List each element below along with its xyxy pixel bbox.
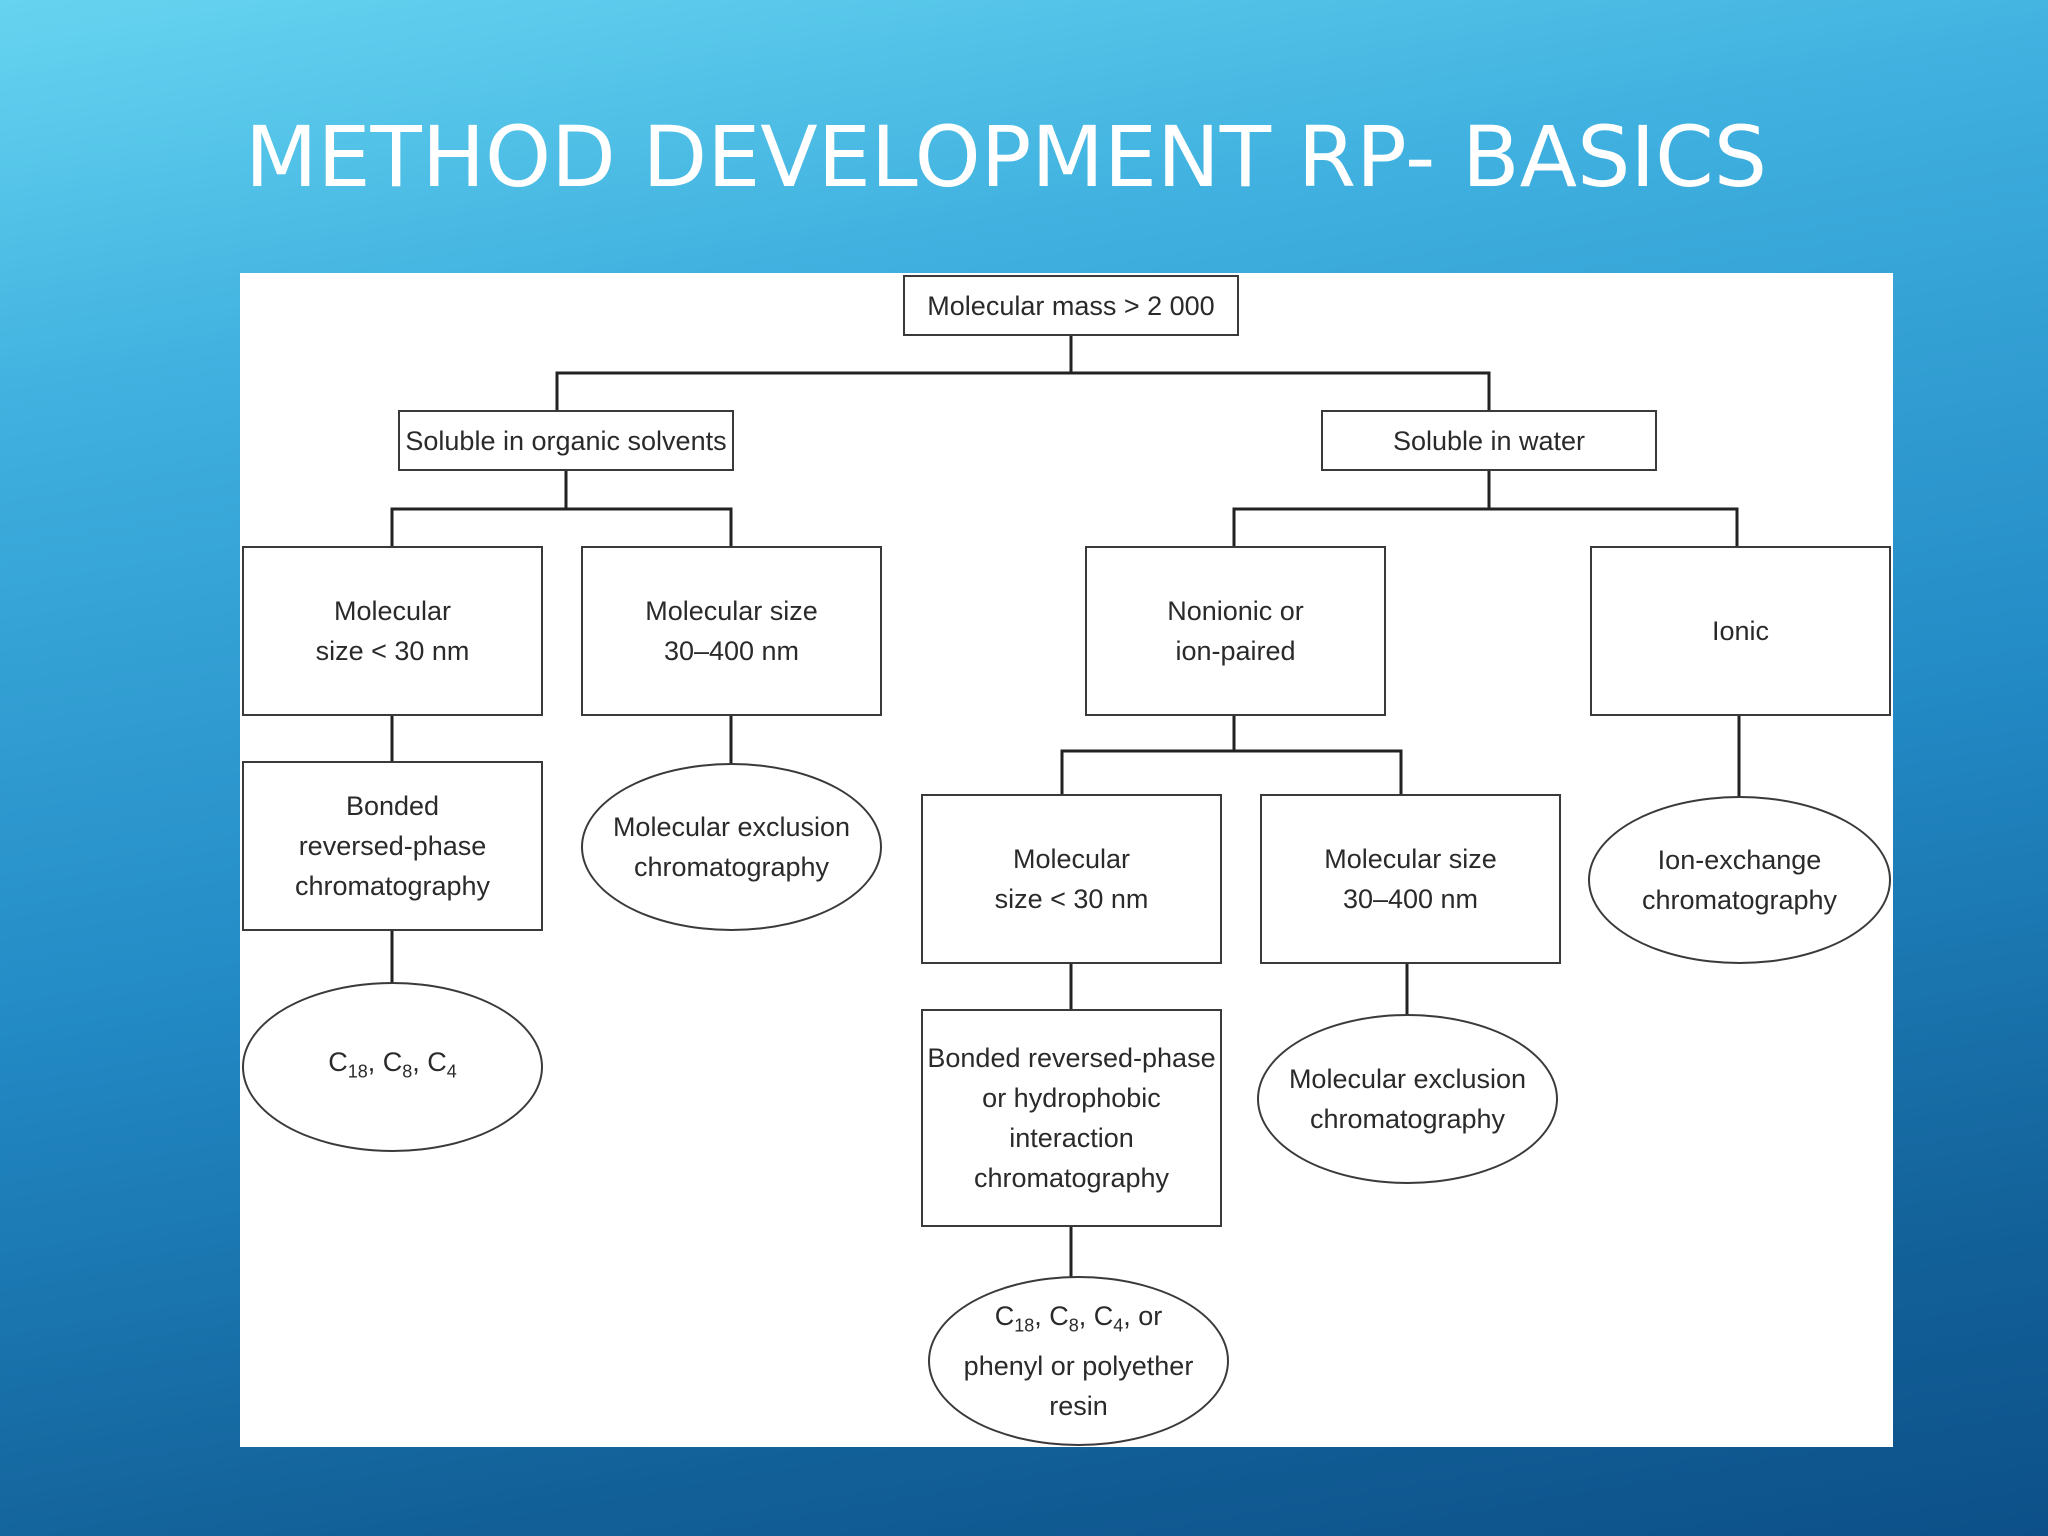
node-nonionic-exclusion-label: Molecular exclusion chromatography [1288,1064,1527,1134]
node-nonionic-size-small: Molecular size < 30 nm [921,794,1222,964]
node-bonded-rp-hydrophobic-label: Bonded reversed-phase or hydrophobic int… [927,1043,1216,1193]
nonionic-columns-c18-prefix: C [994,1301,1015,1332]
node-organic-columns: C18, C8, C4 [242,982,543,1152]
node-bonded-rp: Bonded reversed-phase chromatography [242,761,543,931]
node-ionic-label: Ionic [1711,616,1770,646]
node-ionic: Ionic [1590,546,1891,716]
node-nonionic-exclusion: Molecular exclusion chromatography [1257,1014,1558,1184]
nonionic-columns-line3: resin [1049,1390,1108,1421]
organic-columns-c18-prefix: C [328,1047,348,1078]
nonionic-columns-c8-subscript: 8 [1068,1315,1079,1336]
node-organic-exclusion: Molecular exclusion chromatography [581,763,882,931]
node-organic-columns-label: C18, C8, C4 [328,1042,457,1091]
node-soluble-organic: Soluble in organic solvents [398,410,734,471]
node-nonionic-label: Nonionic or ion-paired [1167,596,1304,666]
node-nonionic-size-large: Molecular size 30–400 nm [1260,794,1561,964]
organic-columns-c4-subscript: 4 [446,1061,457,1082]
node-soluble-water-label: Soluble in water [1392,425,1586,456]
organic-columns-c18-subscript: 18 [347,1061,368,1082]
node-organic-size-large-label: Molecular size 30–400 nm [645,596,818,666]
nonionic-columns-or: , or [1123,1301,1163,1332]
node-soluble-water: Soluble in water [1321,410,1657,471]
slide-title: METHOD DEVELOPMENT RP- BASICS [245,108,1768,206]
nonionic-columns-c4-prefix: , C [1078,1301,1114,1332]
nonionic-columns-c4-subscript: 4 [1113,1315,1124,1336]
node-nonionic-size-large-label: Molecular size 30–400 nm [1324,844,1497,914]
node-nonionic-size-small-label: Molecular size < 30 nm [994,844,1149,914]
node-ion-exchange: Ion-exchange chromatography [1588,796,1891,964]
node-ion-exchange-label: Ion-exchange chromatography [1641,845,1838,915]
organic-columns-c8-subscript: 8 [402,1061,413,1082]
nonionic-columns-c8-prefix: , C [1034,1301,1069,1332]
nonionic-columns-c18-subscript: 18 [1014,1315,1035,1336]
node-nonionic: Nonionic or ion-paired [1085,546,1386,716]
node-organic-size-large: Molecular size 30–400 nm [581,546,882,716]
node-organic-size-small-label: Molecular size < 30 nm [315,596,470,666]
node-bonded-rp-hydrophobic: Bonded reversed-phase or hydrophobic int… [921,1009,1222,1227]
connector-lines [390,334,1741,1278]
node-soluble-organic-label: Soluble in organic solvents [405,425,727,456]
nonionic-columns-line2: phenyl or polyether [963,1350,1194,1381]
organic-columns-c4-prefix: , C [412,1047,447,1078]
node-molecular-mass-label: Molecular mass > 2 000 [927,290,1215,321]
node-organic-exclusion-label: Molecular exclusion chromatography [612,812,851,882]
node-molecular-mass: Molecular mass > 2 000 [903,275,1239,336]
organic-columns-c8-prefix: , C [367,1047,403,1078]
flowchart-panel: Molecular mass > 2 000 Soluble in organi… [240,273,1893,1447]
node-bonded-rp-label: Bonded reversed-phase chromatography [294,791,491,901]
node-organic-size-small: Molecular size < 30 nm [242,546,543,716]
